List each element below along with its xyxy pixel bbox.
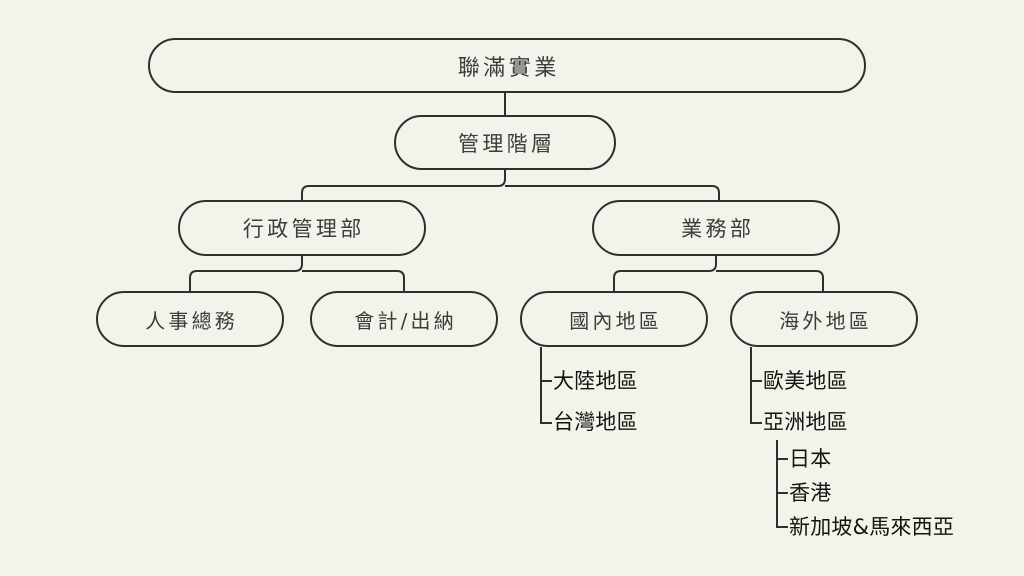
node-sales-department[interactable]: 業務部 bbox=[592, 200, 840, 256]
connector-sales-bracket bbox=[613, 256, 717, 291]
connector-admin-bracket-right bbox=[302, 270, 405, 291]
leaf-taiwan-region[interactable]: 台灣地區 bbox=[553, 410, 638, 434]
connector-admin-bracket bbox=[189, 256, 303, 291]
node-domestic-region[interactable]: 國內地區 bbox=[520, 291, 708, 347]
connector-management-bracket-right bbox=[505, 185, 720, 200]
node-admin-department[interactable]: 行政管理部 bbox=[178, 200, 426, 256]
leaf-singapore-malaysia[interactable]: 新加坡&馬來西亞 bbox=[789, 515, 955, 539]
leaf-asia-region[interactable]: 亞洲地區 bbox=[763, 410, 848, 434]
connector-management-bracket bbox=[301, 170, 506, 200]
connector-sales-bracket-right bbox=[716, 270, 824, 291]
node-management-level[interactable]: 管理階層 bbox=[394, 115, 616, 170]
node-hr-general-affairs[interactable]: 人事總務 bbox=[96, 291, 284, 347]
node-accounting-cashier[interactable]: 會計/出納 bbox=[310, 291, 498, 347]
node-root-company[interactable]: 聯滿實業 bbox=[148, 38, 866, 93]
leaf-hongkong[interactable]: 香港 bbox=[789, 481, 832, 505]
leaf-japan[interactable]: 日本 bbox=[789, 447, 832, 471]
node-overseas-region[interactable]: 海外地區 bbox=[730, 291, 918, 347]
leaf-mainland-region[interactable]: 大陸地區 bbox=[553, 369, 638, 393]
leaf-europe-america-region[interactable]: 歐美地區 bbox=[763, 369, 848, 393]
